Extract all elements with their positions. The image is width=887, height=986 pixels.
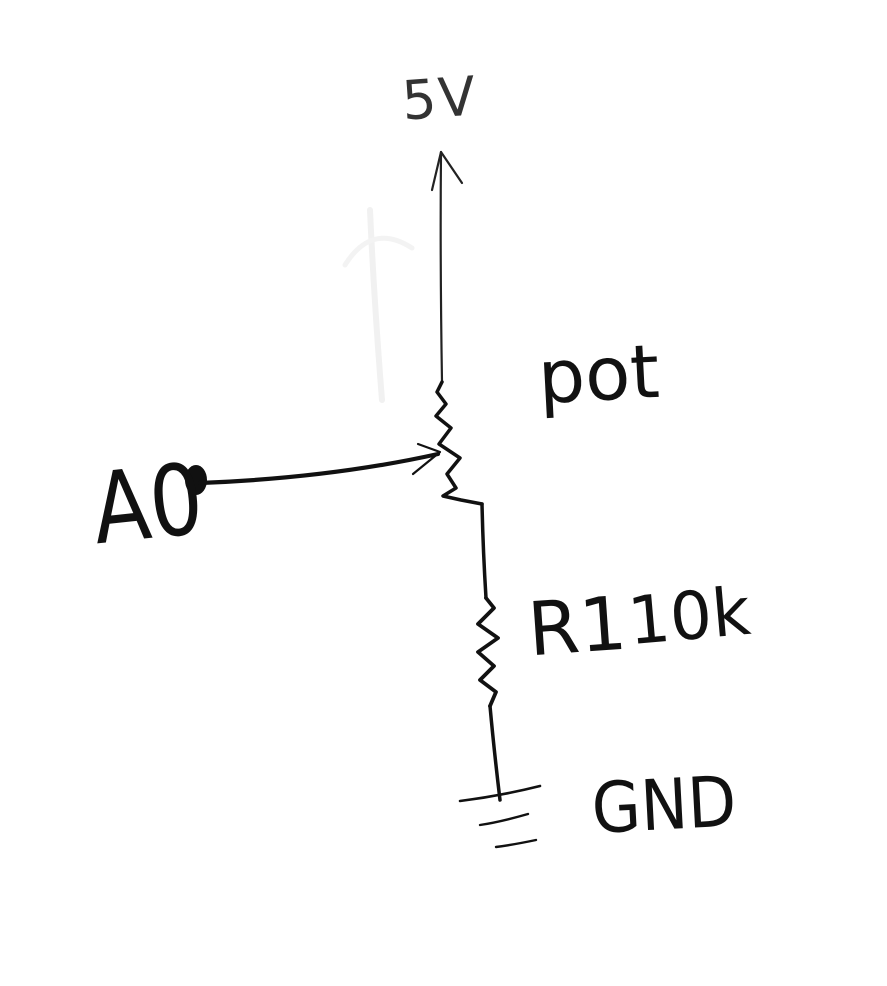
a0-signal-wire bbox=[197, 451, 441, 486]
supply-wire bbox=[439, 150, 444, 384]
erased-ghost-stroke-2 bbox=[342, 235, 415, 268]
potentiometer-label: pot bbox=[535, 328, 662, 422]
erased-ghost-stroke bbox=[367, 207, 385, 403]
resistor-value-label: 10k bbox=[624, 572, 754, 661]
resistor-name-label: R1 bbox=[525, 580, 630, 674]
ground-label: GND bbox=[589, 760, 739, 850]
pot-to-r1-wire bbox=[480, 502, 488, 600]
r1-to-ground-wire bbox=[488, 704, 502, 802]
supply-arrow-icon bbox=[430, 150, 464, 192]
analog-pin-label: A0 bbox=[87, 442, 209, 568]
r1-resistor-symbol bbox=[476, 596, 500, 708]
potentiometer-symbol bbox=[434, 380, 484, 506]
ground-icon bbox=[458, 784, 542, 849]
pot-wiper-arrow-icon bbox=[411, 442, 442, 476]
a0-terminal-dot bbox=[185, 465, 207, 495]
supply-label: 5V bbox=[399, 64, 480, 133]
